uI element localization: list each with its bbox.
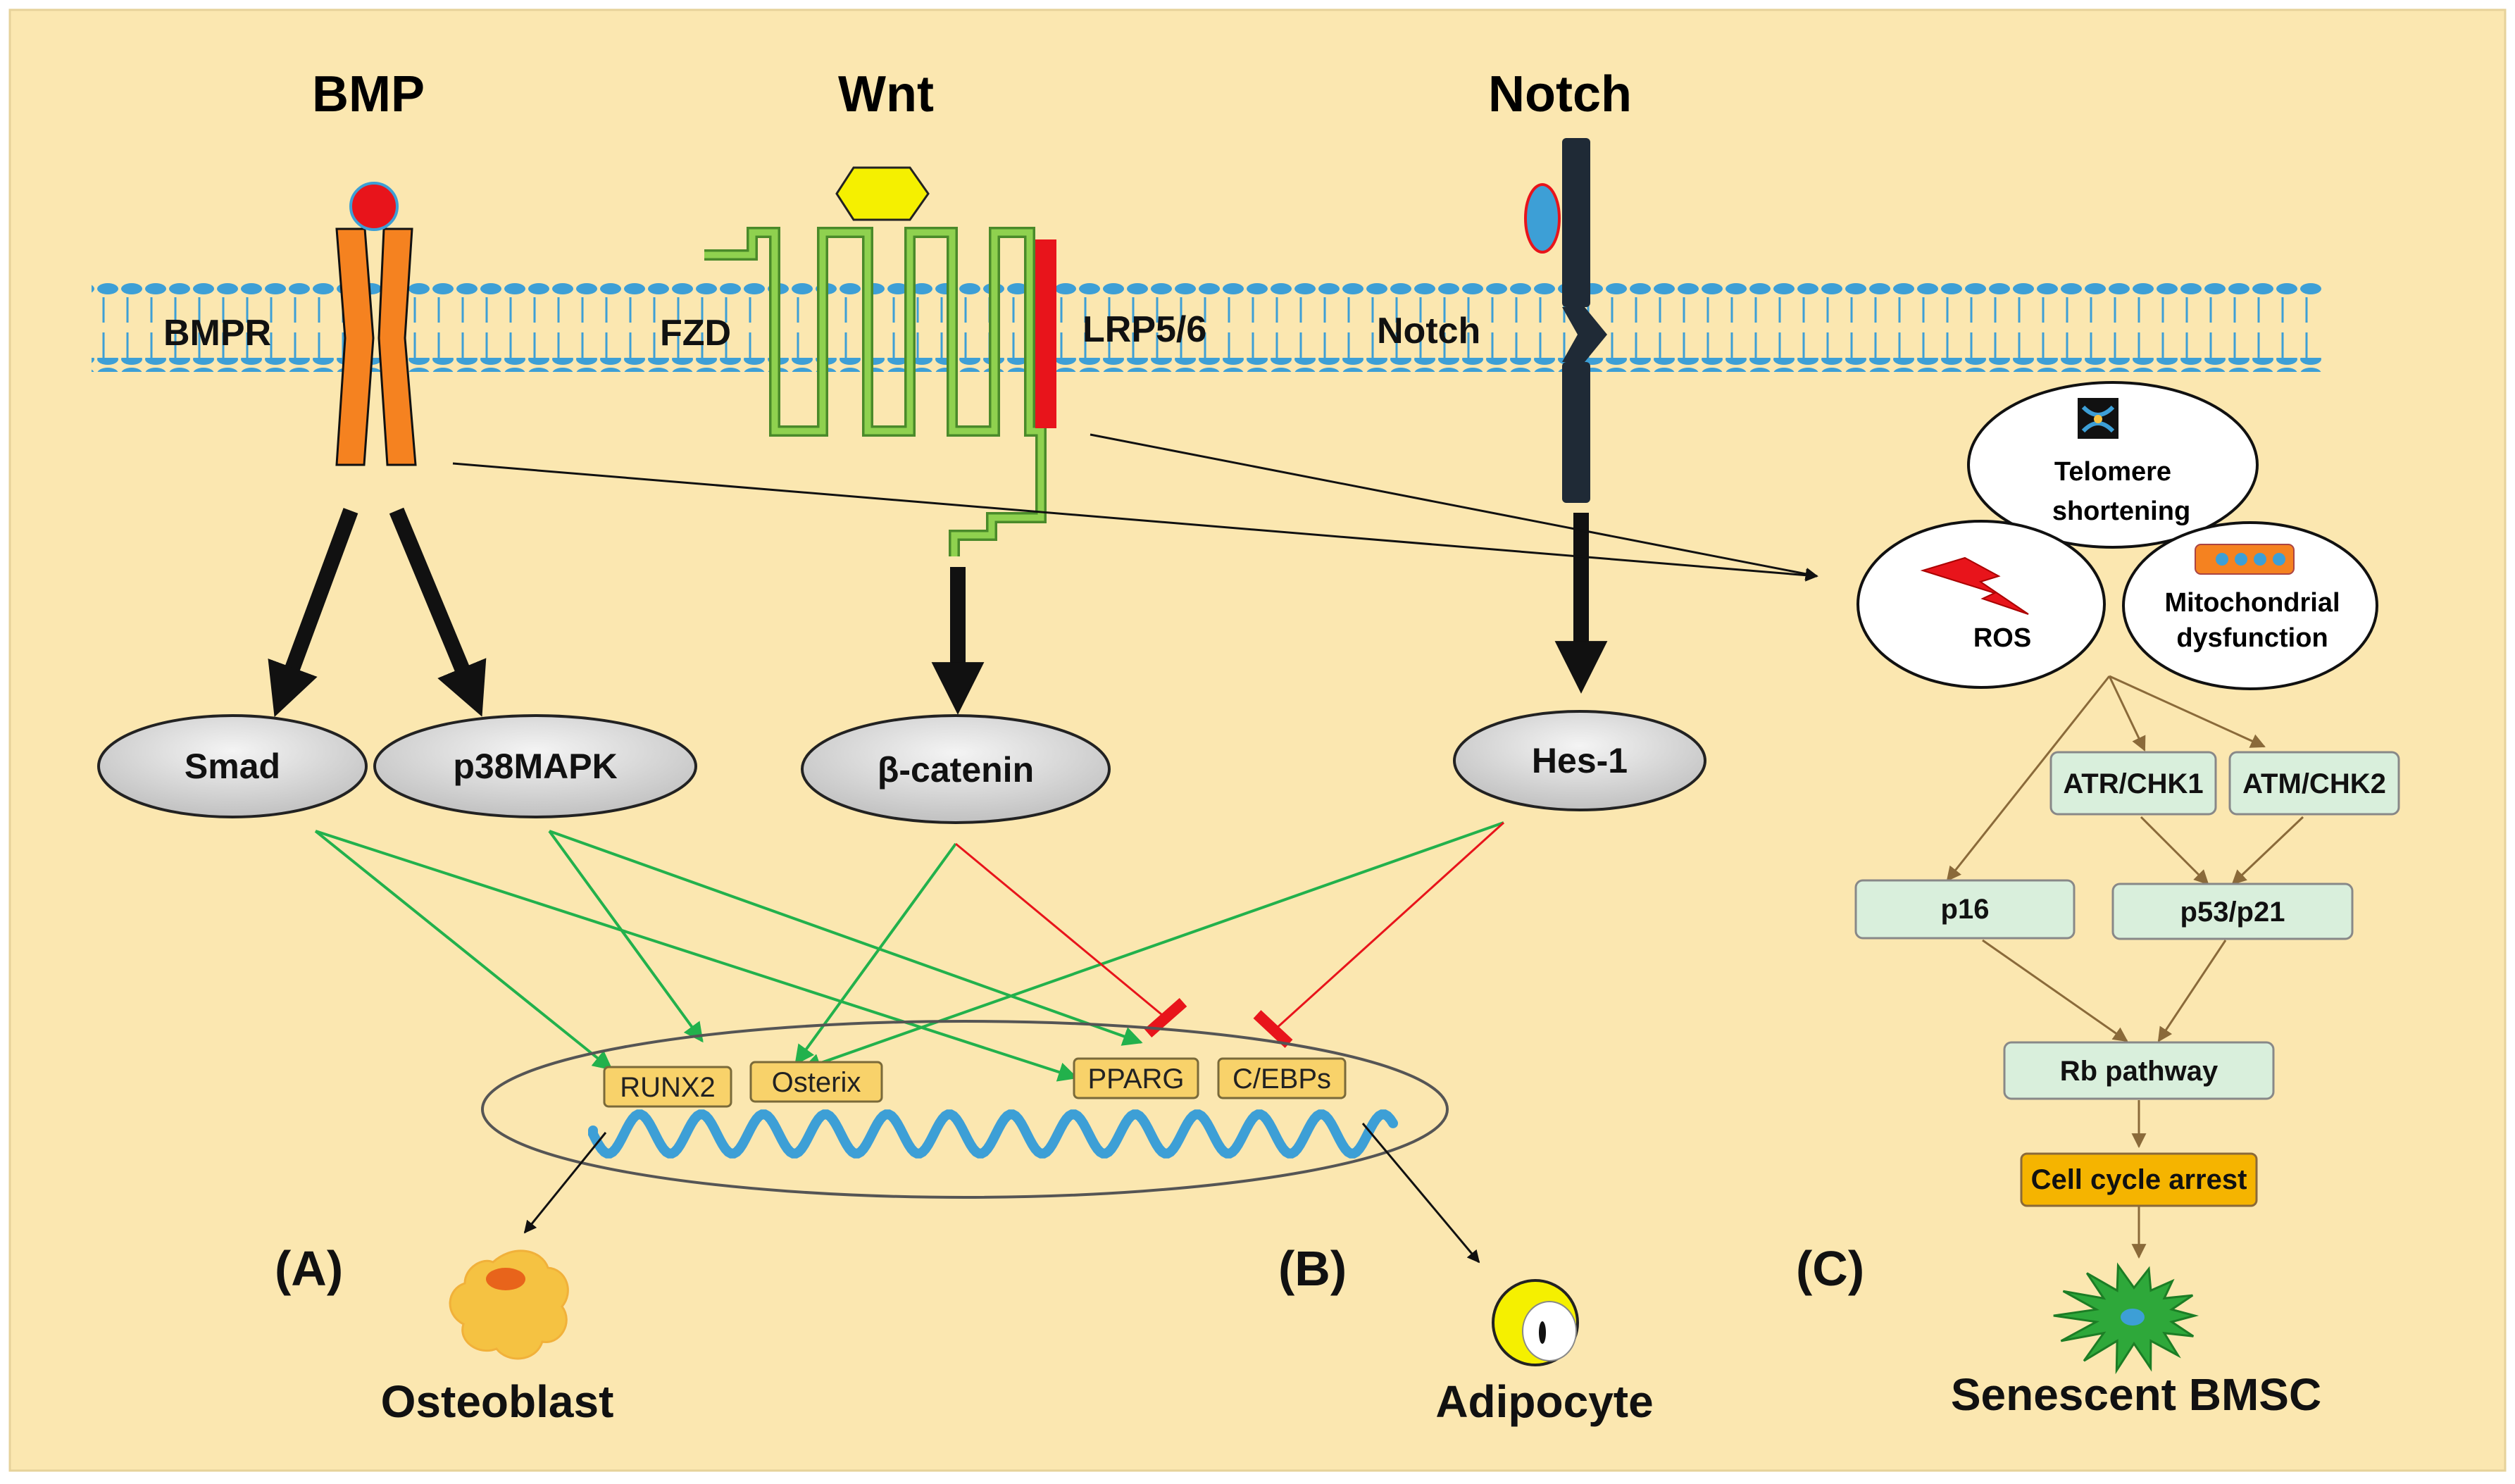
- wnt-title: Wnt: [838, 66, 934, 123]
- bmp-ligand: [349, 182, 399, 231]
- p16-box: p16: [1854, 879, 2076, 940]
- runx2-label: RUNX2: [620, 1072, 716, 1103]
- panel-b-label: (B): [1278, 1241, 1347, 1296]
- runx2-box: RUNX2: [603, 1066, 732, 1108]
- adipocyte-cell: [1492, 1279, 1579, 1366]
- activation-arrows: [314, 821, 1504, 1082]
- smad-node: Smad: [97, 714, 368, 818]
- senescent-bmsc-label: Senescent BMSC: [1951, 1369, 2321, 1420]
- osteoblast-label: Osteoblast: [381, 1376, 614, 1427]
- p38mapk-node: p38MAPK: [373, 714, 697, 818]
- notch-membrane-label: Notch: [1377, 311, 1480, 351]
- bmp-to-senescence-arrow: [452, 462, 1818, 582]
- hes1-node: Hes-1: [1453, 710, 1706, 811]
- telomere-node: Telomere shortening: [1967, 381, 2259, 549]
- p38mapk-label: p38MAPK: [453, 747, 617, 786]
- fzd-label: FZD: [660, 313, 731, 354]
- bmpr-label: BMPR: [163, 313, 271, 354]
- cell-cycle-arrest-box: Cell cycle arrest: [2020, 1152, 2258, 1207]
- p53-p21-box: p53/p21: [2111, 883, 2354, 940]
- cell-membrane: [92, 283, 2324, 372]
- bcatenin-label: β-catenin: [878, 750, 1034, 790]
- senescence-arrows: [1946, 675, 2304, 1259]
- cebps-label: C/EBPs: [1232, 1064, 1331, 1095]
- telomere-label-2: shortening: [2052, 497, 2190, 526]
- osteoblast-cell: [449, 1249, 569, 1360]
- adipocyte-label: Adipocyte: [1435, 1376, 1653, 1427]
- osterix-label: Osterix: [772, 1067, 861, 1098]
- rb-pathway-label: Rb pathway: [2060, 1056, 2218, 1087]
- signal-arrows: [268, 507, 1608, 718]
- wnt-to-senescence-arrow: [1090, 433, 1818, 580]
- mito-label-1: Mitochondrial: [2164, 588, 2340, 618]
- p16-label: p16: [1941, 894, 1990, 925]
- dna-strand: [588, 1109, 1398, 1159]
- bcatenin-node: β-catenin: [801, 714, 1111, 824]
- nucleus: [481, 1020, 1449, 1199]
- panel-c-label: (C): [1796, 1241, 1864, 1296]
- atr-chk1-label: ATR/CHK1: [2063, 768, 2203, 799]
- wnt-ligand: [835, 166, 930, 221]
- telomere-label-1: Telomere: [2054, 457, 2171, 487]
- to-adipocyte-arrow: [1361, 1123, 1480, 1264]
- notch-receptor: [1562, 138, 1607, 503]
- lrp-label: LRP5/6: [1082, 309, 1206, 350]
- atm-chk2-label: ATM/CHK2: [2242, 768, 2386, 799]
- hes1-label: Hes-1: [1532, 741, 1628, 780]
- p53-p21-label: p53/p21: [2180, 897, 2285, 928]
- senescent-bmsc-cell: [2053, 1262, 2199, 1375]
- notch-ligand: [1524, 183, 1561, 254]
- smad-label: Smad: [185, 747, 280, 786]
- pparg-box: PPARG: [1073, 1057, 1199, 1099]
- notch-title: Notch: [1488, 66, 1632, 123]
- mitochondrial-node: Mitochondrial dysfunction: [2122, 521, 2378, 690]
- rb-pathway-box: Rb pathway: [2003, 1041, 2275, 1100]
- osterix-box: Osterix: [749, 1061, 883, 1103]
- ros-label: ROS: [1973, 623, 2031, 653]
- fzd-receptor-fill: [704, 229, 1044, 556]
- to-osteoblast-arrow: [523, 1132, 607, 1234]
- atm-chk2-box: ATM/CHK2: [2228, 751, 2400, 816]
- mito-label-2: dysfunction: [2176, 623, 2328, 653]
- panel-a-label: (A): [275, 1241, 343, 1296]
- ros-node: ROS: [1856, 520, 2106, 689]
- atr-chk1-box: ATR/CHK1: [2049, 751, 2217, 816]
- cell-cycle-arrest-label: Cell cycle arrest: [2031, 1164, 2247, 1195]
- pparg-label: PPARG: [1087, 1064, 1184, 1095]
- lrp-receptor: [1035, 239, 1056, 428]
- bmp-title: BMP: [312, 66, 425, 123]
- cebps-box: C/EBPs: [1217, 1057, 1347, 1099]
